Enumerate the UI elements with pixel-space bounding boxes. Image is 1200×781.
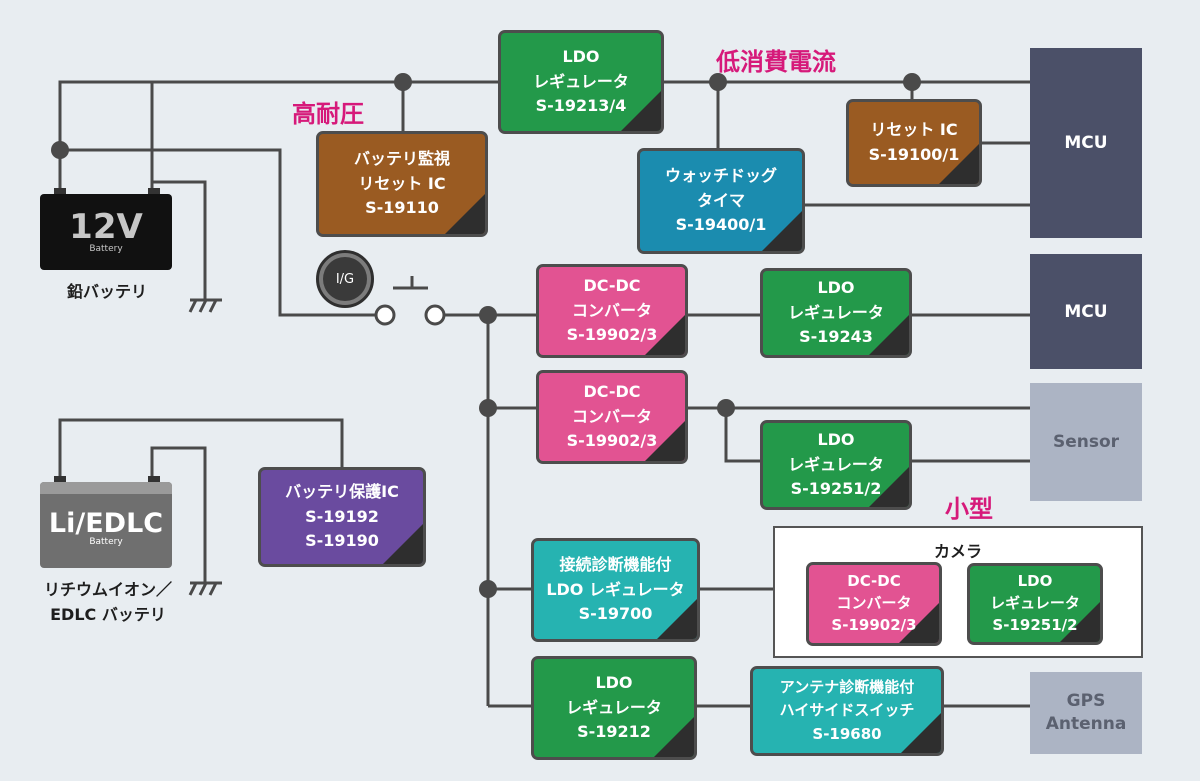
lead-battery-voltage: 12V — [69, 207, 143, 247]
reset-ic-s19100: リセット IC S-19100/1 — [846, 99, 982, 187]
annotation-high-voltage: 高耐圧 — [292, 100, 364, 128]
junction-dot — [903, 73, 921, 91]
annotation-small: 小型 — [945, 495, 993, 523]
battery-protection-ic: バッテリ保護IC S-19192 S-19190 — [258, 467, 426, 567]
ldo-regulator-s19243: LDO レギュレータ S-19243 — [760, 268, 912, 358]
dcdc-converter-2: DC-DC コンバータ S-19902/3 — [536, 370, 688, 464]
battery-monitor-reset-ic-s19110: バッテリ監視 リセット IC S-19110 — [316, 131, 488, 237]
sensor-block: Sensor — [1030, 383, 1142, 501]
junction-dot — [479, 306, 497, 324]
li-battery-icon: Li/EDLC Battery — [40, 476, 174, 568]
junction-dot — [709, 73, 727, 91]
ground-symbol-lead — [188, 298, 222, 313]
junction-dot — [51, 141, 69, 159]
junction-dot — [479, 580, 497, 598]
ldo-regulator-s19213: LDO レギュレータ S-19213/4 — [498, 30, 664, 134]
camera-ldo-regulator: LDO レギュレータ S-19251/2 — [967, 563, 1103, 645]
junction-dot — [717, 399, 735, 417]
wire-li — [58, 418, 344, 480]
switch-contact — [374, 304, 396, 326]
lead-battery-caption: Battery — [89, 244, 123, 254]
mcu-block-2: MCU — [1030, 254, 1142, 369]
li-battery-type: Li/EDLC — [48, 507, 164, 539]
junction-dot — [479, 399, 497, 417]
li-battery-label: リチウムイオン／ EDLC バッテリ — [43, 580, 172, 624]
gps-antenna-block: GPS Antenna — [1030, 672, 1142, 754]
lead-battery-icon: 12V Battery — [40, 188, 174, 270]
li-battery-caption: Battery — [89, 536, 123, 547]
watchdog-timer-s19400: ウォッチドッグ タイマ S-19400/1 — [637, 148, 805, 254]
lead-battery-label: 鉛バッテリ — [66, 282, 147, 301]
ignition-key-icon: I/G — [316, 250, 374, 308]
dcdc-converter-1: DC-DC コンバータ S-19902/3 — [536, 264, 688, 358]
wire-rail-top — [58, 80, 154, 195]
junction-dot — [394, 73, 412, 91]
ground-symbol-li — [188, 581, 222, 596]
switch-contact — [424, 304, 446, 326]
antenna-high-side-switch-s19680: アンテナ診断機能付 ハイサイドスイッチ S-19680 — [750, 666, 944, 756]
ignition-label: I/G — [323, 257, 367, 301]
ldo-regulator-with-diagnostics-s19700: 接続診断機能付 LDO レギュレータ S-19700 — [531, 538, 700, 642]
ldo-regulator-s19251: LDO レギュレータ S-19251/2 — [760, 420, 912, 510]
annotation-low-current: 低消費電流 — [716, 48, 836, 76]
camera-title: カメラ — [933, 542, 982, 561]
ldo-regulator-s19212: LDO レギュレータ S-19212 — [531, 656, 697, 760]
mcu-block-1: MCU — [1030, 48, 1142, 238]
wire-ignition — [60, 148, 377, 317]
camera-dcdc-converter: DC-DC コンバータ S-19902/3 — [806, 562, 942, 646]
